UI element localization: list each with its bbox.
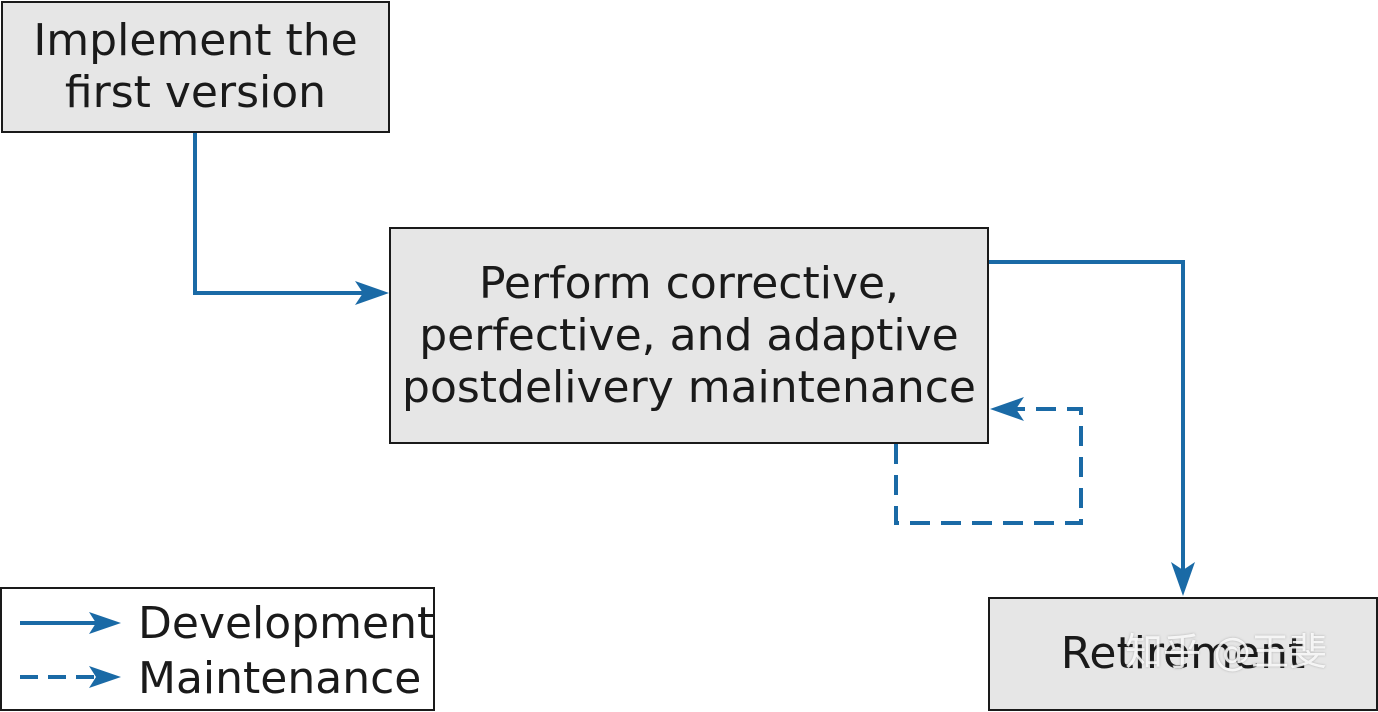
arrowhead-maintain-to-retire xyxy=(1171,562,1195,596)
legend-swatches xyxy=(20,612,121,688)
node-retire: Retirement xyxy=(988,597,1378,711)
edge-maintain-loop xyxy=(894,407,1083,525)
node-implement: Implement the first version xyxy=(1,1,390,133)
legend-arrowhead-maintenance xyxy=(89,666,121,688)
edge-implement-to-maintain xyxy=(193,133,375,295)
legend-label-maintenance: Maintenance xyxy=(138,653,422,704)
legend: Development Maintenance xyxy=(0,587,435,711)
legend-label-development: Development xyxy=(138,598,435,649)
node-retire-label: Retirement xyxy=(1060,628,1306,679)
node-maintain: Perform corrective, perfective, and adap… xyxy=(389,227,989,444)
legend-arrowhead-development xyxy=(89,612,121,634)
watermark: 知乎 @王斐 xyxy=(1125,630,1328,674)
edge-maintain-to-retire xyxy=(989,260,1185,580)
node-maintain-label: Perform corrective, perfective, and adap… xyxy=(402,257,976,413)
arrowhead-maintain-loop xyxy=(990,397,1024,421)
arrowhead-implement-to-maintain xyxy=(355,281,389,305)
node-implement-label: Implement the first version xyxy=(33,15,358,118)
